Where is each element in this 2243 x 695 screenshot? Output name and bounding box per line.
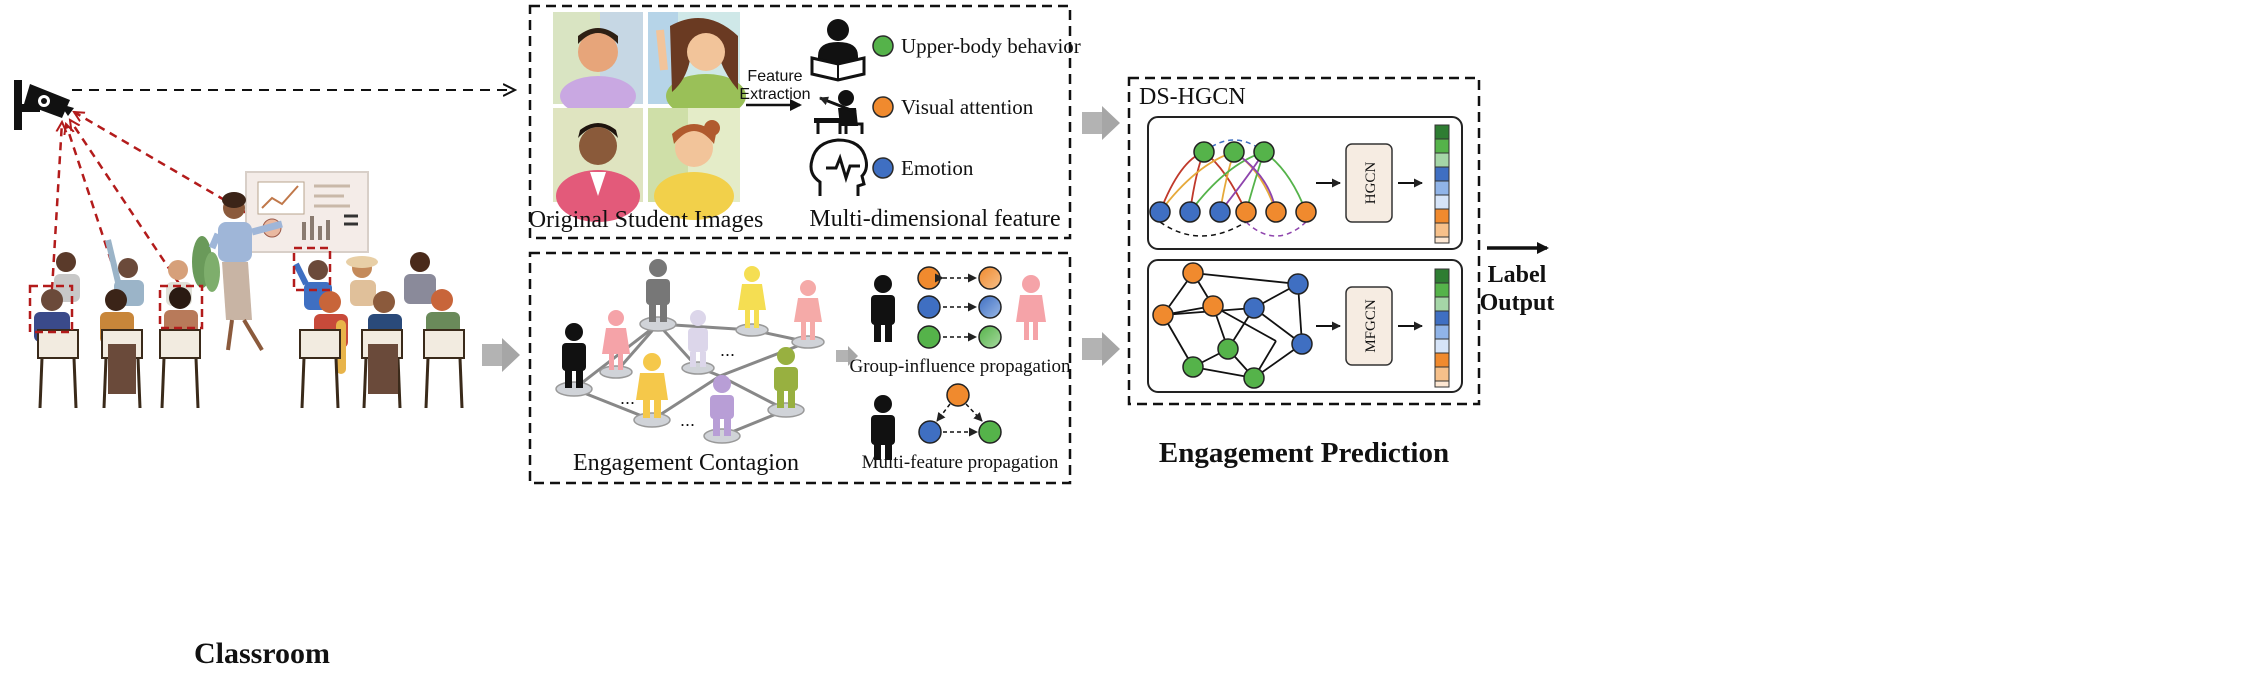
student-image-3 [553,108,643,222]
group-influence-label: Group-influence propagation [849,356,1071,377]
person-lavender [688,310,708,367]
engagement-prediction-label: Engagement Prediction [1159,437,1449,469]
classroom-label: Classroom [194,637,330,670]
ellipsis-3: ... [720,340,735,360]
student-highlight-boxes [28,246,332,334]
ellipsis-1: ... [620,388,635,408]
desk-person-icon [814,90,864,134]
head-heartbeat-icon [809,138,868,196]
feature-label-upper-body: Upper-body behavior [901,34,1081,58]
feature-label-visual-attention: Visual attention [901,95,1034,119]
green-feature-dot [872,35,894,57]
multi-feature-label: Multi-feature propagation [862,452,1059,473]
student-image-2 [648,12,746,118]
person-pink [602,310,630,370]
mfgcn-label: MFGCN [1363,299,1379,353]
reading-person-icon [810,19,866,82]
group-influence-figure [871,266,1046,349]
gray-arrow-classroom [482,338,520,372]
contagion-network: ... ... ... [555,259,825,444]
mfgcn-block [1345,286,1393,366]
person-gray [646,259,670,322]
label-output-line2: Output [1480,290,1555,316]
students [34,239,465,409]
gray-arrow-contagion-to-model [1082,332,1120,366]
engagement-contagion-label: Engagement Contagion [573,450,799,476]
gray-arrow-contagion [836,346,858,366]
person-black [562,323,586,388]
teacher [208,192,283,352]
whiteboard [245,171,369,253]
person-pink-right [794,280,822,340]
person-yellow-top [738,266,766,328]
contagion-panel-border [528,251,1072,485]
camera-icon [14,80,74,130]
original-images-label: Original Student Images [529,207,764,233]
person-purple [710,375,734,436]
feature-extraction-label-1: Feature [747,68,802,85]
person-olive [774,347,798,408]
feature-legend: Upper-body behavior Visual attention Emo… [872,34,1081,180]
multi-dimensional-label: Multi-dimensional feature [809,206,1060,232]
blue-feature-dot [872,157,894,179]
multi-feature-figure [871,383,1002,460]
feature-label-emotion: Emotion [901,156,974,180]
ds-hgcn-panel-border [1127,76,1481,406]
student-image-1 [553,12,643,116]
student-images [553,12,746,222]
student-image-4 [648,108,740,220]
hypergraph [1149,139,1317,237]
gray-arrow-features-to-model [1082,106,1120,140]
label-output-line1: Label [1488,262,1547,288]
hgcn-block [1345,143,1393,223]
mfgcn-feature-vector [1434,268,1450,388]
feature-panel-border [528,4,1072,240]
feature-extraction-label-2: Extraction [739,86,810,103]
person-yellow-bottom [636,353,668,418]
ds-hgcn-title: DS-HGCN [1139,84,1246,110]
ellipsis-2: ... [680,410,695,430]
orange-feature-dot [872,96,894,118]
hgcn-feature-vector [1434,124,1450,244]
hgcn-label: HGCN [1363,162,1379,205]
multi-feature-graph [1152,262,1313,389]
plant [192,236,220,292]
